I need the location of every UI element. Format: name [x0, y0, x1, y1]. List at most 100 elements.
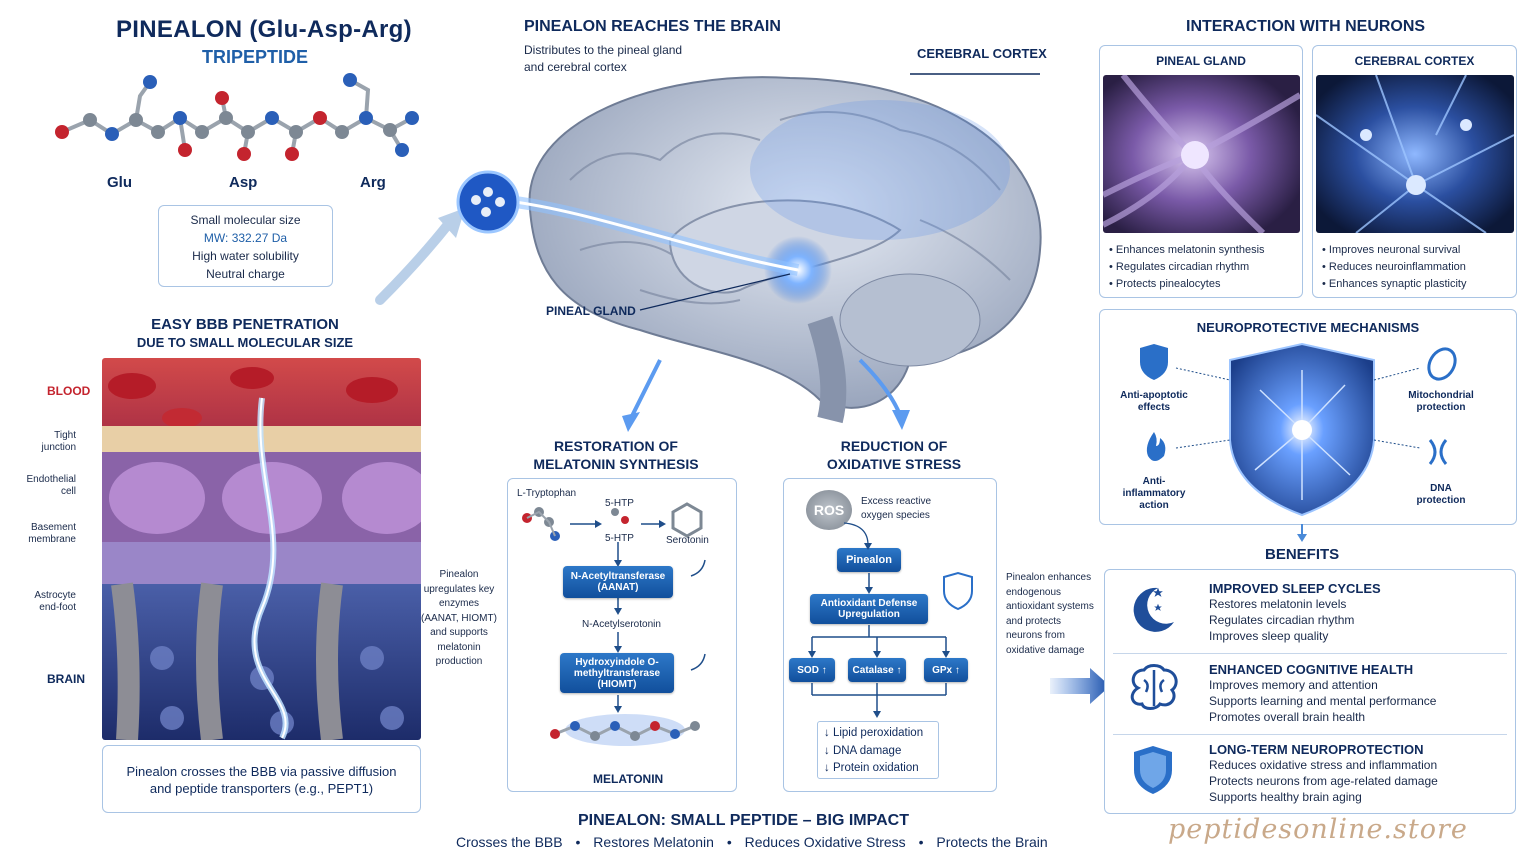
label-endothelial: Endothelial cell	[26, 474, 76, 497]
cortex-bullets: Improves neuronal survival Reduces neuro…	[1322, 242, 1467, 293]
benefit-cognitive-line3: Promotes overall brain health	[1209, 710, 1366, 724]
properties-box: Small molecular size MW: 332.27 Da High …	[158, 205, 333, 287]
neurons-title: INTERACTION WITH NEURONS	[1186, 18, 1426, 35]
result-lipid: ↓ Lipid peroxidation	[824, 727, 924, 739]
oxidative-side-note: Pinealon enhances endogenous antioxidant…	[1006, 572, 1094, 656]
label-5htp: 5-HTP	[605, 533, 634, 544]
footer-title: PINEALON: SMALL PEPTIDE – BIG IMPACT	[578, 812, 909, 829]
benefit-neuroprotection-title: LONG-TERM NEUROPROTECTION	[1209, 742, 1424, 757]
footer-summary: Crosses the BBB • Restores Melatonin • R…	[456, 834, 1048, 850]
benefit-cognitive-line1: Improves memory and attention	[1209, 678, 1378, 692]
label-melatonin-product: MELATONIN	[593, 772, 664, 786]
label-astrocyte: Astrocyte end-foot	[34, 590, 76, 613]
arrow-to-brain	[375, 208, 465, 305]
footer-item-oxidative: Reduces Oxidative Stress	[744, 834, 906, 850]
label-n-acetylserotonin: N-Acetylserotonin	[582, 619, 661, 630]
footer-item-protects: Protects the Brain	[936, 834, 1048, 850]
arrow-to-benefits	[1050, 668, 1110, 704]
benefit-neuroprotection-line2: Protects neurons from age-related damage	[1209, 774, 1438, 788]
pineal-bullet-1: Enhances melatonin synthesis	[1109, 242, 1265, 259]
benefit-sleep-title: IMPROVED SLEEP CYCLES	[1209, 581, 1381, 596]
cortex-card: CEREBRAL CORTEX Improves neuronal surviv…	[1312, 45, 1517, 298]
page-subtitle: TRIPEPTIDE	[202, 47, 309, 67]
benefit-sleep-line2: Regulates circadian rhythm	[1209, 613, 1355, 627]
bbb-caption-line1: Pinealon crosses the BBB via passive dif…	[126, 764, 397, 779]
pineal-card-title: PINEAL GLAND	[1156, 54, 1246, 68]
benefit-cognitive-line2: Supports learning and mental performance	[1209, 694, 1437, 708]
mechanisms-diagram	[1140, 342, 1457, 517]
bbb-title-line2: DUE TO SMALL MOLECULAR SIZE	[136, 335, 354, 350]
benefit-neuroprotection: LONG-TERM NEUROPROTECTION Reduces oxidat…	[1209, 742, 1438, 805]
label-5htp-top: 5-HTP	[605, 498, 634, 509]
label-tryptophan: L-Tryptophan	[517, 488, 577, 499]
benefit-cognitive: ENHANCED COGNITIVE HEALTH Improves memor…	[1209, 662, 1436, 725]
label-cerebral-cortex: CEREBRAL CORTEX	[917, 46, 1047, 61]
label-tight-junction: Tight junction	[41, 430, 76, 453]
brain-icon	[1130, 664, 1178, 710]
pineal-neuron-image	[1103, 75, 1300, 233]
brain-desc-line1: Distributes to the pineal gland	[524, 43, 683, 57]
pineal-card: PINEAL GLAND Enhances melatonin synthesi…	[1099, 45, 1303, 298]
anti-inflammatory-label: Anti-inflammatory action	[1122, 476, 1186, 511]
gpx-node: GPx ↑	[924, 658, 968, 682]
benefit-neuroprotection-line3: Supports healthy brain aging	[1209, 790, 1362, 804]
tripeptide-molecule	[55, 73, 419, 161]
benefit-divider-1	[1113, 653, 1507, 654]
bbb-title: EASY BBB PENETRATION DUE TO SMALL MOLECU…	[120, 316, 370, 352]
benefit-divider-2	[1113, 734, 1507, 735]
prop-size: Small molecular size	[190, 213, 301, 227]
antioxidant-defense-node: Antioxidant Defense Upregulation	[810, 594, 928, 624]
benefit-cognitive-title: ENHANCED COGNITIVE HEALTH	[1209, 662, 1414, 677]
melatonin-title-line2: MELATONIN SYNTHESIS	[533, 456, 699, 472]
label-basement: Basement membrane	[28, 522, 76, 545]
melatonin-title-line1: RESTORATION OF	[554, 438, 678, 454]
prop-charge: Neutral charge	[206, 267, 285, 281]
benefit-sleep-line3: Improves sleep quality	[1209, 629, 1329, 643]
bbb-caption-box: Pinealon crosses the BBB via passive dif…	[102, 745, 421, 813]
prop-solubility: High water solubility	[192, 249, 299, 263]
watermark-signature: peptidesonline.store	[1168, 814, 1468, 845]
cortex-bullet-2: Reduces neuroinflammation	[1322, 259, 1467, 276]
bbb-illustration	[102, 358, 421, 740]
brain-illustration	[456, 73, 1042, 432]
benefits-title: BENEFITS	[1265, 546, 1340, 563]
label-glu: Glu	[107, 174, 132, 191]
shield-icon	[1134, 746, 1172, 794]
ros-description: Excess reactive oxygen species	[861, 496, 932, 521]
label-brain: BRAIN	[47, 672, 85, 686]
label-arg: Arg	[360, 174, 386, 191]
oxidative-title-line1: REDUCTION OF	[840, 438, 948, 454]
oxidative-connectors	[808, 522, 973, 718]
benefit-neuroprotection-line1: Reduces oxidative stress and inflammatio…	[1209, 758, 1438, 772]
mechanisms-title: NEUROPROTECTIVE MECHANISMS	[1196, 320, 1420, 335]
brain-desc-line2: and cerebral cortex	[524, 60, 627, 74]
anti-apoptotic-label: Anti-apoptotic effects	[1120, 390, 1188, 413]
bbb-title-line1: EASY BBB PENETRATION	[151, 316, 339, 333]
arrow-down-benefits	[1297, 524, 1307, 542]
label-blood: BLOOD	[47, 384, 91, 398]
mitochondrial-label: Mitochondrial protection	[1408, 390, 1474, 413]
catalase-node: Catalase ↑	[848, 658, 906, 682]
oxidative-title-line2: OXIDATIVE STRESS	[826, 456, 962, 472]
footer-item-bbb: Crosses the BBB	[456, 834, 563, 850]
prop-mw: MW: 332.27 Da	[203, 231, 288, 245]
benefit-sleep: IMPROVED SLEEP CYCLES Restores melatonin…	[1209, 581, 1381, 644]
cortex-card-title: CEREBRAL CORTEX	[1354, 54, 1475, 68]
label-serotonin: Serotonin	[666, 535, 709, 546]
melatonin-title: RESTORATION OF MELATONIN SYNTHESIS	[508, 437, 724, 473]
melatonin-side-note: Pinealon upregulates key enzymes (AANAT,…	[421, 569, 497, 667]
cortex-neuron-image	[1316, 75, 1514, 233]
label-pineal-gland: PINEAL GLAND	[546, 304, 636, 318]
footer-item-melatonin: Restores Melatonin	[593, 834, 714, 850]
cortex-bullet-1: Improves neuronal survival	[1322, 242, 1467, 259]
pineal-bullets: Enhances melatonin synthesis Regulates c…	[1109, 242, 1265, 293]
oxidative-title: REDUCTION OF OXIDATIVE STRESS	[786, 437, 1002, 473]
page-title: PINEALON (Glu-Asp-Arg)	[116, 16, 412, 43]
label-asp: Asp	[229, 174, 258, 191]
result-protein: ↓ Protein oxidation	[824, 762, 919, 774]
result-dna: ↓ DNA damage	[824, 744, 902, 757]
sod-node: SOD ↑	[789, 658, 835, 682]
bbb-caption-line2: and peptide transporters (e.g., PEPT1)	[149, 781, 374, 796]
hiomt-enzyme: Hydroxyindole O-methyltransferase (HIOMT…	[560, 653, 674, 693]
cortex-bullet-3: Enhances synaptic plasticity	[1322, 276, 1467, 293]
